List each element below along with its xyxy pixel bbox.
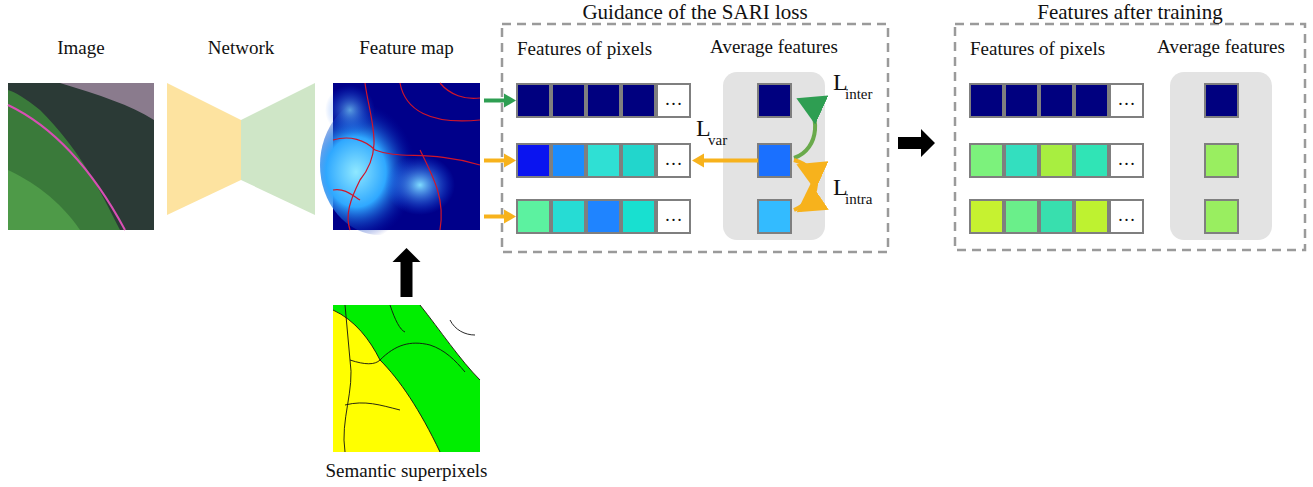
feature-square: [622, 200, 655, 233]
ellipsis: …: [665, 148, 683, 170]
feature-square: [1005, 144, 1038, 177]
superpixel-map: [333, 305, 480, 452]
feature-square: [1075, 200, 1108, 233]
feature-square: [758, 200, 791, 233]
caption-text: Network: [208, 37, 274, 59]
feature-square: [1040, 200, 1073, 233]
feature-square: [587, 144, 620, 177]
feature-row: …: [517, 200, 690, 233]
dashed-frame: [955, 24, 1305, 250]
connector-arrow: [484, 94, 516, 108]
feature-square: [1040, 144, 1073, 177]
average-panel: [723, 72, 825, 240]
feature-square: [552, 84, 585, 117]
feature-square: [1110, 200, 1143, 233]
feature-row: …: [970, 84, 1143, 117]
feature-squares: [517, 84, 1238, 233]
feature-map: [320, 83, 480, 235]
satellite-image: [8, 83, 154, 230]
feature-square: [587, 84, 620, 117]
caption-text: Guidance of the SARI loss: [582, 1, 807, 23]
loss-arrows: [794, 100, 816, 210]
figure-box: Semantic superpixels: [333, 305, 480, 452]
dashed-frame: [502, 24, 888, 252]
feature-square: [587, 200, 620, 233]
feature-square: [517, 144, 550, 177]
feature-square: [1075, 144, 1108, 177]
feature-square: [758, 144, 791, 177]
feature-row: …: [517, 144, 690, 177]
network-symbol: [167, 83, 315, 215]
ellipsis: …: [1118, 204, 1136, 226]
feature-square: [657, 144, 690, 177]
feature-row: …: [970, 144, 1143, 177]
caption-text: Image: [57, 37, 104, 59]
figure-box: Image: [8, 83, 154, 230]
feature-square: [1040, 84, 1073, 117]
connector-arrow: [898, 129, 935, 157]
loss-symbol: var: [708, 129, 727, 151]
feature-square: [517, 200, 550, 233]
feature-square: [657, 200, 690, 233]
ellipsis: …: [665, 204, 683, 226]
feature-square: [657, 84, 690, 117]
feature-square: [970, 200, 1003, 233]
feature-square: [622, 84, 655, 117]
figure-box: Average features: [1170, 72, 1272, 240]
feature-row: …: [517, 84, 690, 117]
ellipsis: …: [1118, 88, 1136, 110]
column-heading: Features of pixels: [970, 38, 1105, 60]
caption-text: Features after training: [1037, 1, 1222, 23]
feature-square: [1205, 200, 1238, 233]
column-heading: Features of pixels: [517, 38, 652, 60]
caption-text: Average features: [1157, 36, 1285, 58]
feature-square: [552, 144, 585, 177]
figure-box: Average features: [723, 72, 825, 240]
feature-square: [517, 84, 550, 117]
figure-box: Feature map: [333, 83, 480, 230]
caption-text: Feature map: [359, 37, 453, 59]
connector-arrow: [484, 210, 516, 224]
ellipsis: …: [1118, 148, 1136, 170]
connector-arrow: [692, 154, 758, 168]
caption-text: Semantic superpixels: [326, 460, 488, 482]
feature-square: [1205, 144, 1238, 177]
loss-symbol: inter: [845, 83, 873, 105]
ellipsis: …: [665, 88, 683, 110]
feature-square: [552, 200, 585, 233]
feature-square: [758, 84, 791, 117]
connector-arrow: [484, 154, 516, 168]
loss-symbol: intra: [845, 188, 873, 210]
feature-square: [970, 84, 1003, 117]
caption-text: Average features: [710, 36, 838, 58]
figure-box: Network: [167, 83, 315, 215]
feature-square: [1005, 84, 1038, 117]
feature-square: [622, 144, 655, 177]
average-panel: [1170, 72, 1272, 240]
feature-square: [1110, 144, 1143, 177]
feature-row: …: [970, 200, 1143, 233]
feature-square: [1110, 84, 1143, 117]
feature-square: [1075, 84, 1108, 117]
feature-square: [1005, 200, 1038, 233]
connector-arrow: [393, 248, 421, 297]
feature-square: [1205, 84, 1238, 117]
feature-square: [970, 144, 1003, 177]
